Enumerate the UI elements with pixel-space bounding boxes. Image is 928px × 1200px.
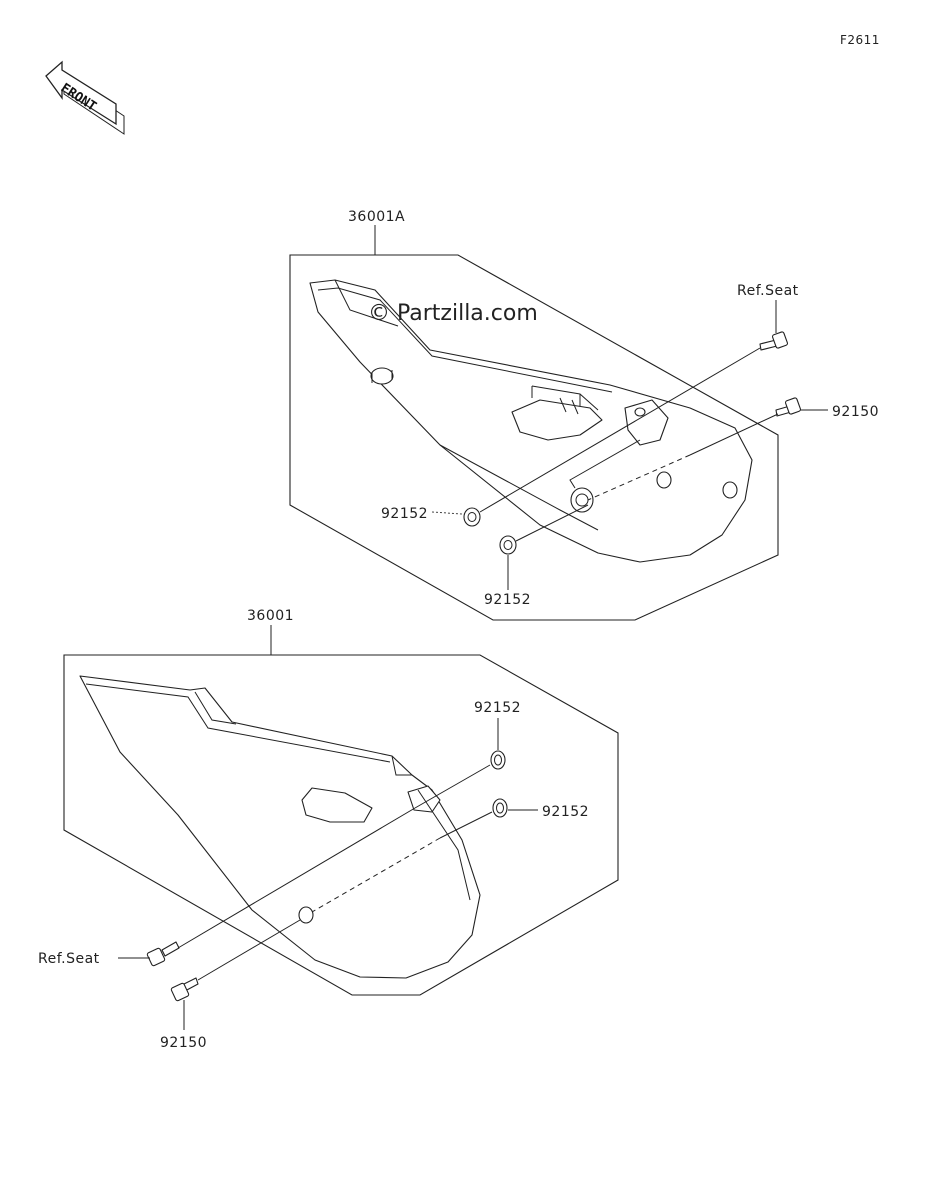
assembly-upper: 36001A Ref.Seat 92150 92152 92152 © Part… xyxy=(289,209,879,621)
bolt-ref-seat-upper-icon[interactable] xyxy=(759,331,789,351)
washer-92152-upper-bottom[interactable] xyxy=(499,535,517,555)
bolt-92150-lower-icon[interactable] xyxy=(170,977,199,1002)
callout-ref-seat-lower: Ref.Seat xyxy=(38,951,100,967)
callout-ref-seat-upper: Ref.Seat xyxy=(737,283,799,299)
assembly-lower: 36001 92152 92152 Ref.Seat 92150 xyxy=(38,608,619,1051)
part-label-36001: 36001 xyxy=(247,608,294,624)
upper-frame xyxy=(289,254,779,621)
callout-92152-lower-right: 92152 xyxy=(542,804,589,820)
lower-vent xyxy=(301,787,373,823)
side-cover-36001[interactable] xyxy=(79,675,481,979)
callout-92152-upper-bottom: 92152 xyxy=(484,592,531,608)
watermark: © Partzilla.com xyxy=(368,301,538,326)
callout-92152-upper-left: 92152 xyxy=(381,506,428,522)
washer-92152-lower-top[interactable] xyxy=(490,750,506,770)
figure-code: F2611 xyxy=(840,33,880,47)
bolt-92150-upper-icon[interactable] xyxy=(775,397,802,417)
lower-frame xyxy=(63,654,619,996)
washer-92152-lower-right[interactable] xyxy=(492,798,508,818)
callout-92150-lower: 92150 xyxy=(160,1035,207,1051)
bolt-ref-seat-lower-icon[interactable] xyxy=(146,941,180,967)
callout-92150-upper: 92150 xyxy=(832,404,879,420)
upper-vent xyxy=(511,399,603,441)
callout-92152-lower-top: 92152 xyxy=(474,700,521,716)
front-arrow-icon: FRONT xyxy=(45,60,125,135)
part-label-36001a: 36001A xyxy=(348,209,405,225)
washer-92152-upper-left[interactable] xyxy=(463,507,481,527)
